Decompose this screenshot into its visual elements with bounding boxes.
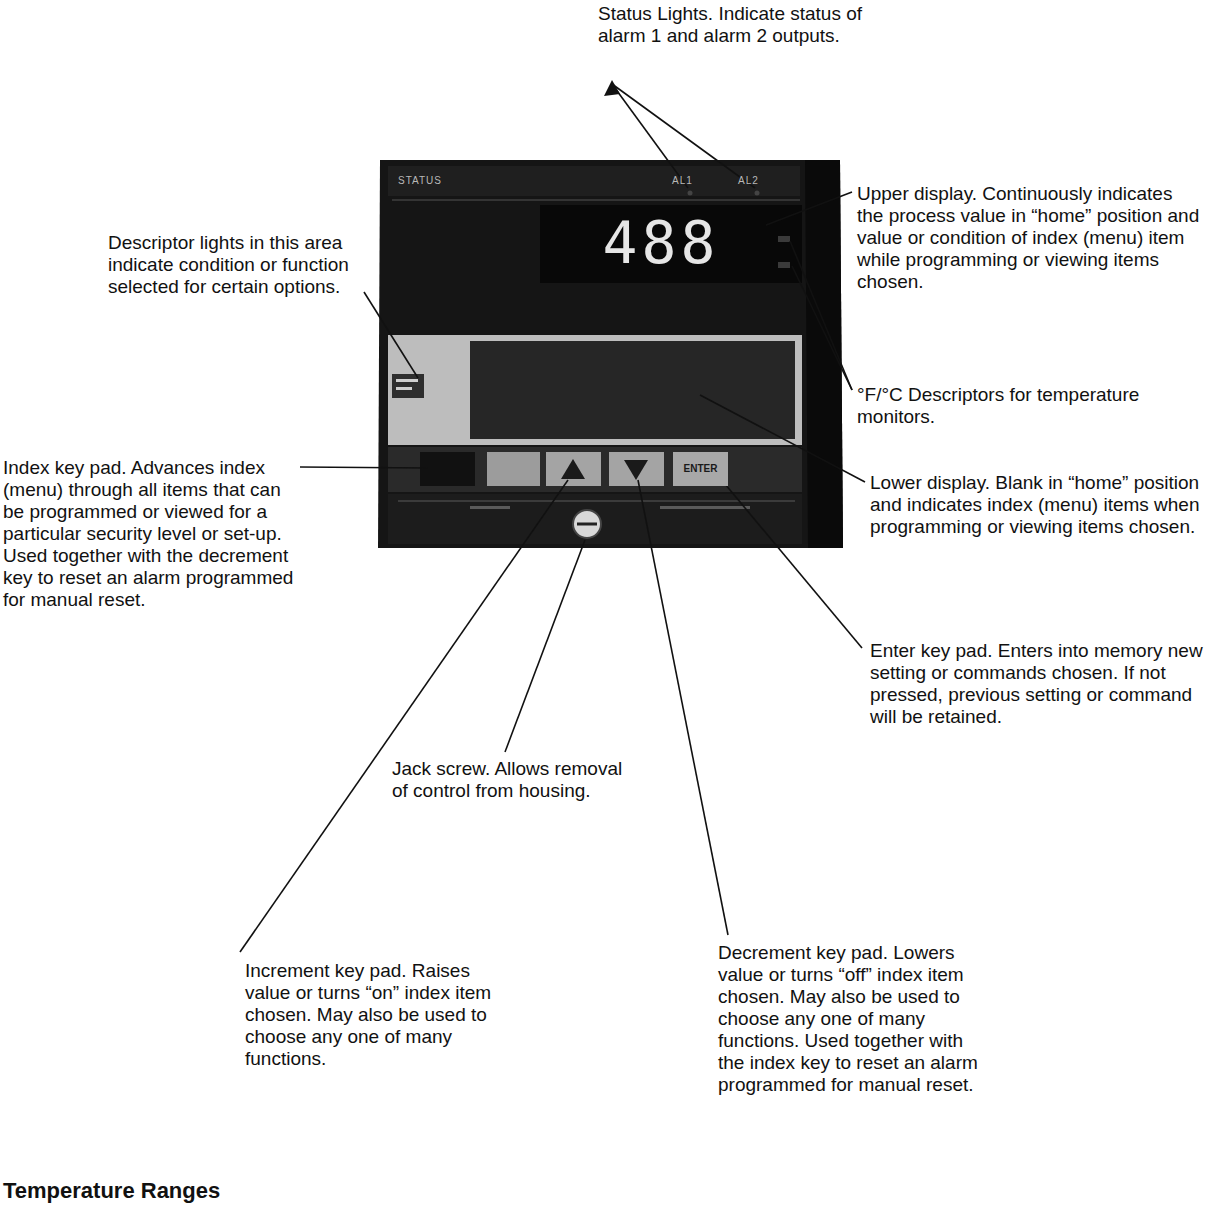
upper-display-window: [540, 205, 802, 283]
leader-line: [612, 84, 688, 188]
leader-line: [720, 478, 862, 648]
enter-key: ENTER: [673, 452, 728, 486]
callout-text: Upper display. Continuously indicates th…: [857, 183, 1202, 293]
callout-text: °F/°C Descriptors for temperature monito…: [857, 384, 1157, 428]
panel-print: AL2: [738, 175, 778, 187]
callout-text: Lower display. Blank in “home” position …: [870, 472, 1205, 538]
leader-lines: [240, 84, 865, 952]
leader-line: [790, 241, 852, 390]
down-triangle: [624, 460, 648, 480]
degree-descriptor: [778, 262, 790, 268]
panel-print: AL1: [672, 175, 712, 187]
callout-text: Index key pad. Advances index (menu) thr…: [3, 457, 295, 611]
key: [487, 452, 540, 486]
descriptor-light: [392, 374, 424, 398]
jack-screw: [573, 510, 601, 538]
descriptor-mark: [396, 379, 418, 382]
lower-display-window: [470, 341, 795, 439]
strip-print: [470, 506, 510, 509]
panel-print: STATUS: [398, 175, 478, 187]
leader-line: [638, 480, 728, 935]
leader-line: [505, 540, 585, 752]
status-light: [688, 191, 693, 196]
increment-key: [546, 452, 601, 486]
keypad-strip: [388, 447, 802, 492]
node-label: ENTER: [684, 464, 718, 475]
index-key: [420, 452, 475, 486]
leader-line: [364, 292, 418, 378]
upper-display: 488: [556, 208, 766, 278]
leader-line: [240, 480, 568, 952]
arrowhead: [604, 80, 620, 96]
leader-line: [792, 266, 852, 390]
descriptor-mark: [396, 387, 412, 390]
housing: [378, 160, 843, 548]
leader-line: [612, 84, 755, 188]
node-label: 488: [603, 213, 720, 274]
callout-text: Descriptor lights in this area indicate …: [108, 232, 366, 298]
status-bar: [388, 166, 800, 196]
decrement-key: [609, 452, 664, 486]
bezel-line: [392, 200, 800, 201]
leader-line: [300, 467, 428, 468]
callout-text: Increment key pad. Raises value or turns…: [245, 960, 500, 1070]
up-triangle: [561, 459, 585, 479]
callout-text: Enter key pad. Enters into memory new se…: [870, 640, 1205, 728]
strip-line: [398, 501, 795, 502]
lower-panel: [388, 335, 802, 445]
screw-slot: [577, 523, 597, 526]
degree-descriptor: [778, 236, 790, 242]
callout-text: Status Lights. Indicate status of alarm …: [598, 3, 883, 47]
callout-text: Jack screw. Allows removal of control fr…: [392, 758, 637, 802]
callout-text: Decrement key pad. Lowers value or turns…: [718, 942, 983, 1096]
strip-print: [660, 506, 750, 509]
section-heading: Temperature Ranges: [3, 1178, 323, 1204]
status-light: [755, 191, 760, 196]
